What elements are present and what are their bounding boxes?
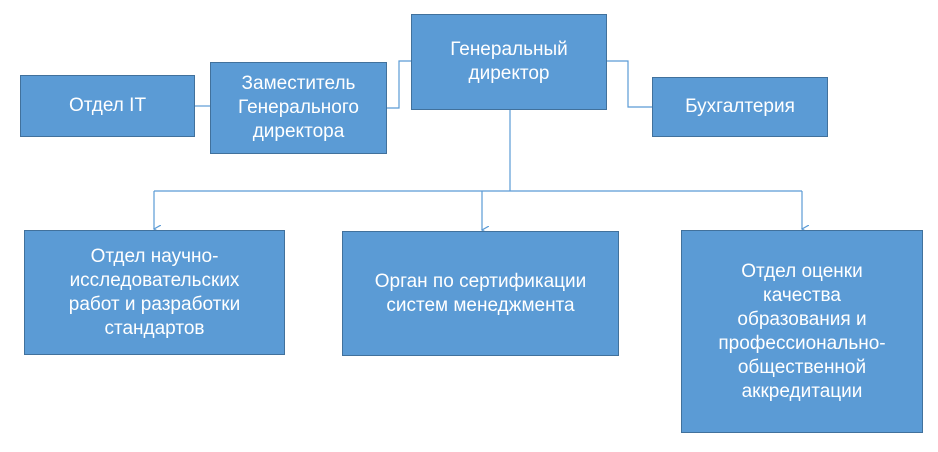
connector-ceo-deputy xyxy=(387,60,411,109)
connector-ceo-accounting xyxy=(607,60,652,108)
box-it-department: Отдел IT xyxy=(20,75,195,137)
box-research-department: Отдел научно- исследовательских работ и … xyxy=(24,230,285,355)
box-quality-assessment-department: Отдел оценки качества образования и проф… xyxy=(681,230,923,433)
box-general-director: Генеральный директор xyxy=(411,14,607,110)
box-deputy-director: Заместитель Генерального директора xyxy=(210,62,387,154)
box-certification-body: Орган по сертификации систем менеджмента xyxy=(342,231,619,356)
box-accounting: Бухгалтерия xyxy=(652,77,828,137)
